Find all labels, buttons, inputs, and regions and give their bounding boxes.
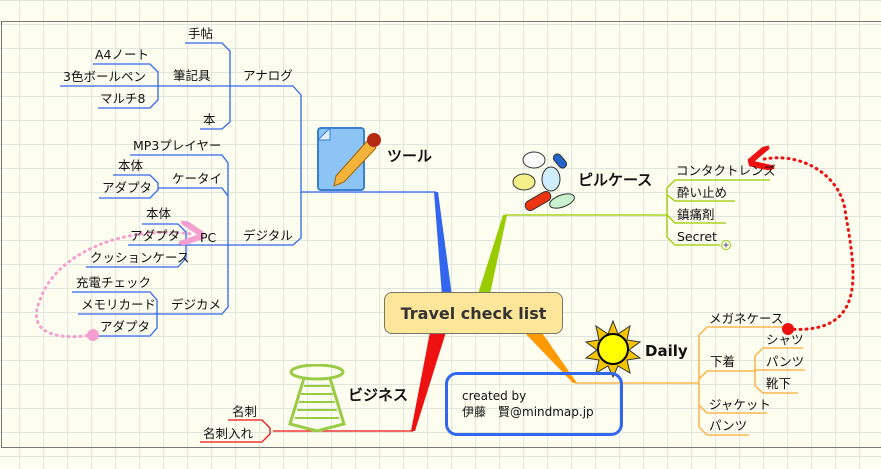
topic-charge-check[interactable]: 充電チェック [76,275,152,290]
branch-tool [434,192,452,296]
topic-motion-sickness[interactable]: 酔い止め [677,185,728,200]
topic-memory-card[interactable]: メモリカード [81,297,157,312]
credit-line-1: created by [462,389,527,403]
topic-camera[interactable]: デジカメ [171,297,222,312]
topic-pills[interactable]: ピルケース [578,171,653,189]
credit-line-2: 伊藤 賢@mindmap.jp [462,405,594,419]
central-topic[interactable]: Travel check list [384,292,563,334]
pills-icon [512,151,575,211]
topic-phone[interactable]: ケータイ [172,171,223,186]
topic-mp3[interactable]: MP3プレイヤー [133,138,222,153]
topic-phone-body[interactable]: 本体 [118,158,144,173]
topic-pen[interactable]: 3色ボールペン [63,69,146,84]
branch-daily [522,330,577,383]
topic-secret[interactable]: Secret [677,229,717,244]
topic-underwear[interactable]: 下着 [710,354,736,369]
topic-book[interactable]: 本 [203,112,216,127]
topic-tool[interactable]: ツール [387,147,433,165]
credit-box: created by 伊藤 賢@mindmap.jp [445,372,623,436]
topic-multi8[interactable]: マルチ8 [100,91,146,106]
topic-shirt[interactable]: シャツ [766,332,804,347]
topic-cushion-case[interactable]: クッションケース [90,250,190,265]
topic-pc-adapter[interactable]: アダプタ [130,228,181,243]
topic-painkiller[interactable]: 鎮痛剤 [677,207,715,222]
sun-icon [585,320,641,378]
branch-pills [478,215,507,294]
canvas-frame [1,21,881,448]
topic-digital[interactable]: デジタル [243,228,293,243]
link-red [760,158,855,331]
topic-contact-lens[interactable]: コンタクトレンズ [676,163,776,178]
topic-analog[interactable]: アナログ [243,68,293,83]
topic-a4-note[interactable]: A4ノート [95,47,150,62]
topic-socks[interactable]: 靴下 [766,376,792,391]
topic-underpants[interactable]: パンツ [766,354,805,369]
topic-pants[interactable]: パンツ [709,418,748,433]
branch-business [411,332,446,431]
topic-jacket[interactable]: ジャケット [709,397,771,412]
topic-pc[interactable]: PC [200,230,217,245]
topic-card-case[interactable]: 名刺入れ [203,426,254,441]
topic-daily[interactable]: Daily [645,342,688,360]
link-pink [34,232,192,339]
topic-glasses-case[interactable]: メガネケース [709,311,784,326]
topic-notebook[interactable]: 手帖 [188,26,214,41]
topic-phone-adapter[interactable]: アダプタ [102,180,153,195]
topic-pc-body[interactable]: 本体 [146,206,172,221]
document-pencil-icon [316,126,381,191]
topic-business[interactable]: ビジネス [348,386,409,404]
topic-stationery[interactable]: 筆記具 [173,68,211,83]
tie-icon [288,364,346,432]
topic-business-card[interactable]: 名刺 [232,404,258,419]
topic-camera-adapter[interactable]: アダプタ [100,319,151,334]
